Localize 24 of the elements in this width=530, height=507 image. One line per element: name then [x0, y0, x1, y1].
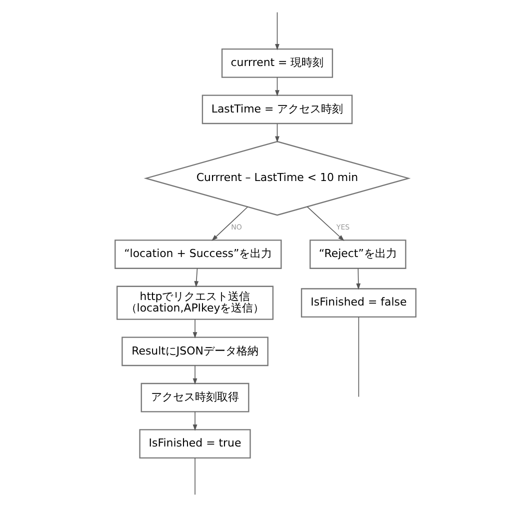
arrow [211, 206, 248, 241]
connector [358, 316, 359, 398]
node-box: アクセス時刻取得 [140, 382, 249, 412]
arrow [192, 319, 197, 338]
node-box: LastTime = アクセス時刻 [201, 94, 352, 124]
node-diamond: Currrent – LastTime < 10 min [143, 140, 410, 216]
node-box: “location + Success”を出力 [114, 240, 282, 269]
node-box: “Reject”を出力 [309, 240, 406, 269]
node-box: currrent = 現時刻 [220, 48, 333, 78]
arrow [194, 268, 198, 288]
arrow [306, 206, 344, 241]
arrow [356, 268, 360, 290]
edge-label: NO [230, 222, 242, 232]
connector [194, 458, 195, 496]
node-box: httpでリクエスト送信 （location,APIkeyを送信） [116, 286, 274, 320]
arrow [274, 123, 279, 143]
arrow [274, 12, 279, 50]
arrow [192, 411, 197, 431]
node-box: IsFinished = false [300, 288, 416, 318]
node-box: IsFinished = true [138, 429, 250, 458]
node-box: ResultにJSONデータ格納 [121, 336, 268, 366]
edge-label: YES [336, 222, 350, 232]
arrow [192, 365, 197, 385]
arrow [274, 76, 279, 96]
